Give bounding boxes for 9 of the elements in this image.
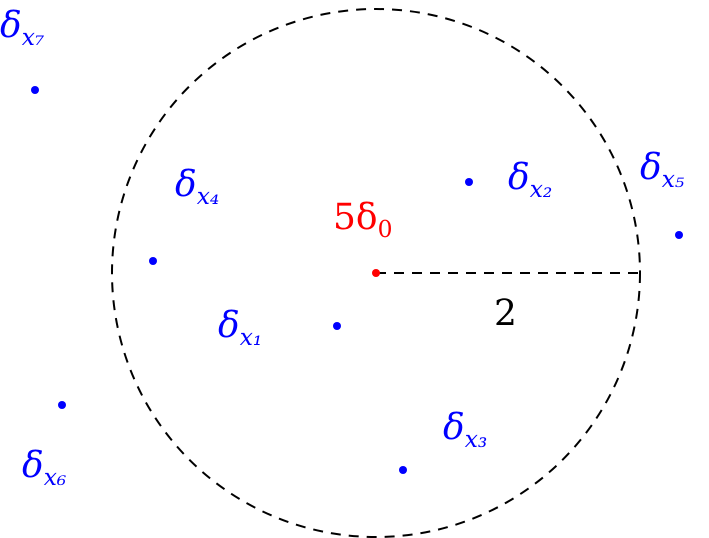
point-label: δ$_{x₇}$ (0, 8, 44, 50)
point-label: δ$_{x₃}$ (443, 410, 488, 452)
point-label: δ$_{x₆}$ (22, 448, 66, 490)
point-label: δ$_{x₂}$ (508, 160, 552, 202)
point-label: δ$_{x₅}$ (640, 150, 684, 192)
point-label: 5δ$_{0}$ (333, 200, 392, 242)
dimension-label: 2 (494, 296, 517, 332)
point-label: δ$_{x₁}$ (218, 308, 262, 350)
point-label: δ$_{x₄}$ (175, 167, 220, 209)
